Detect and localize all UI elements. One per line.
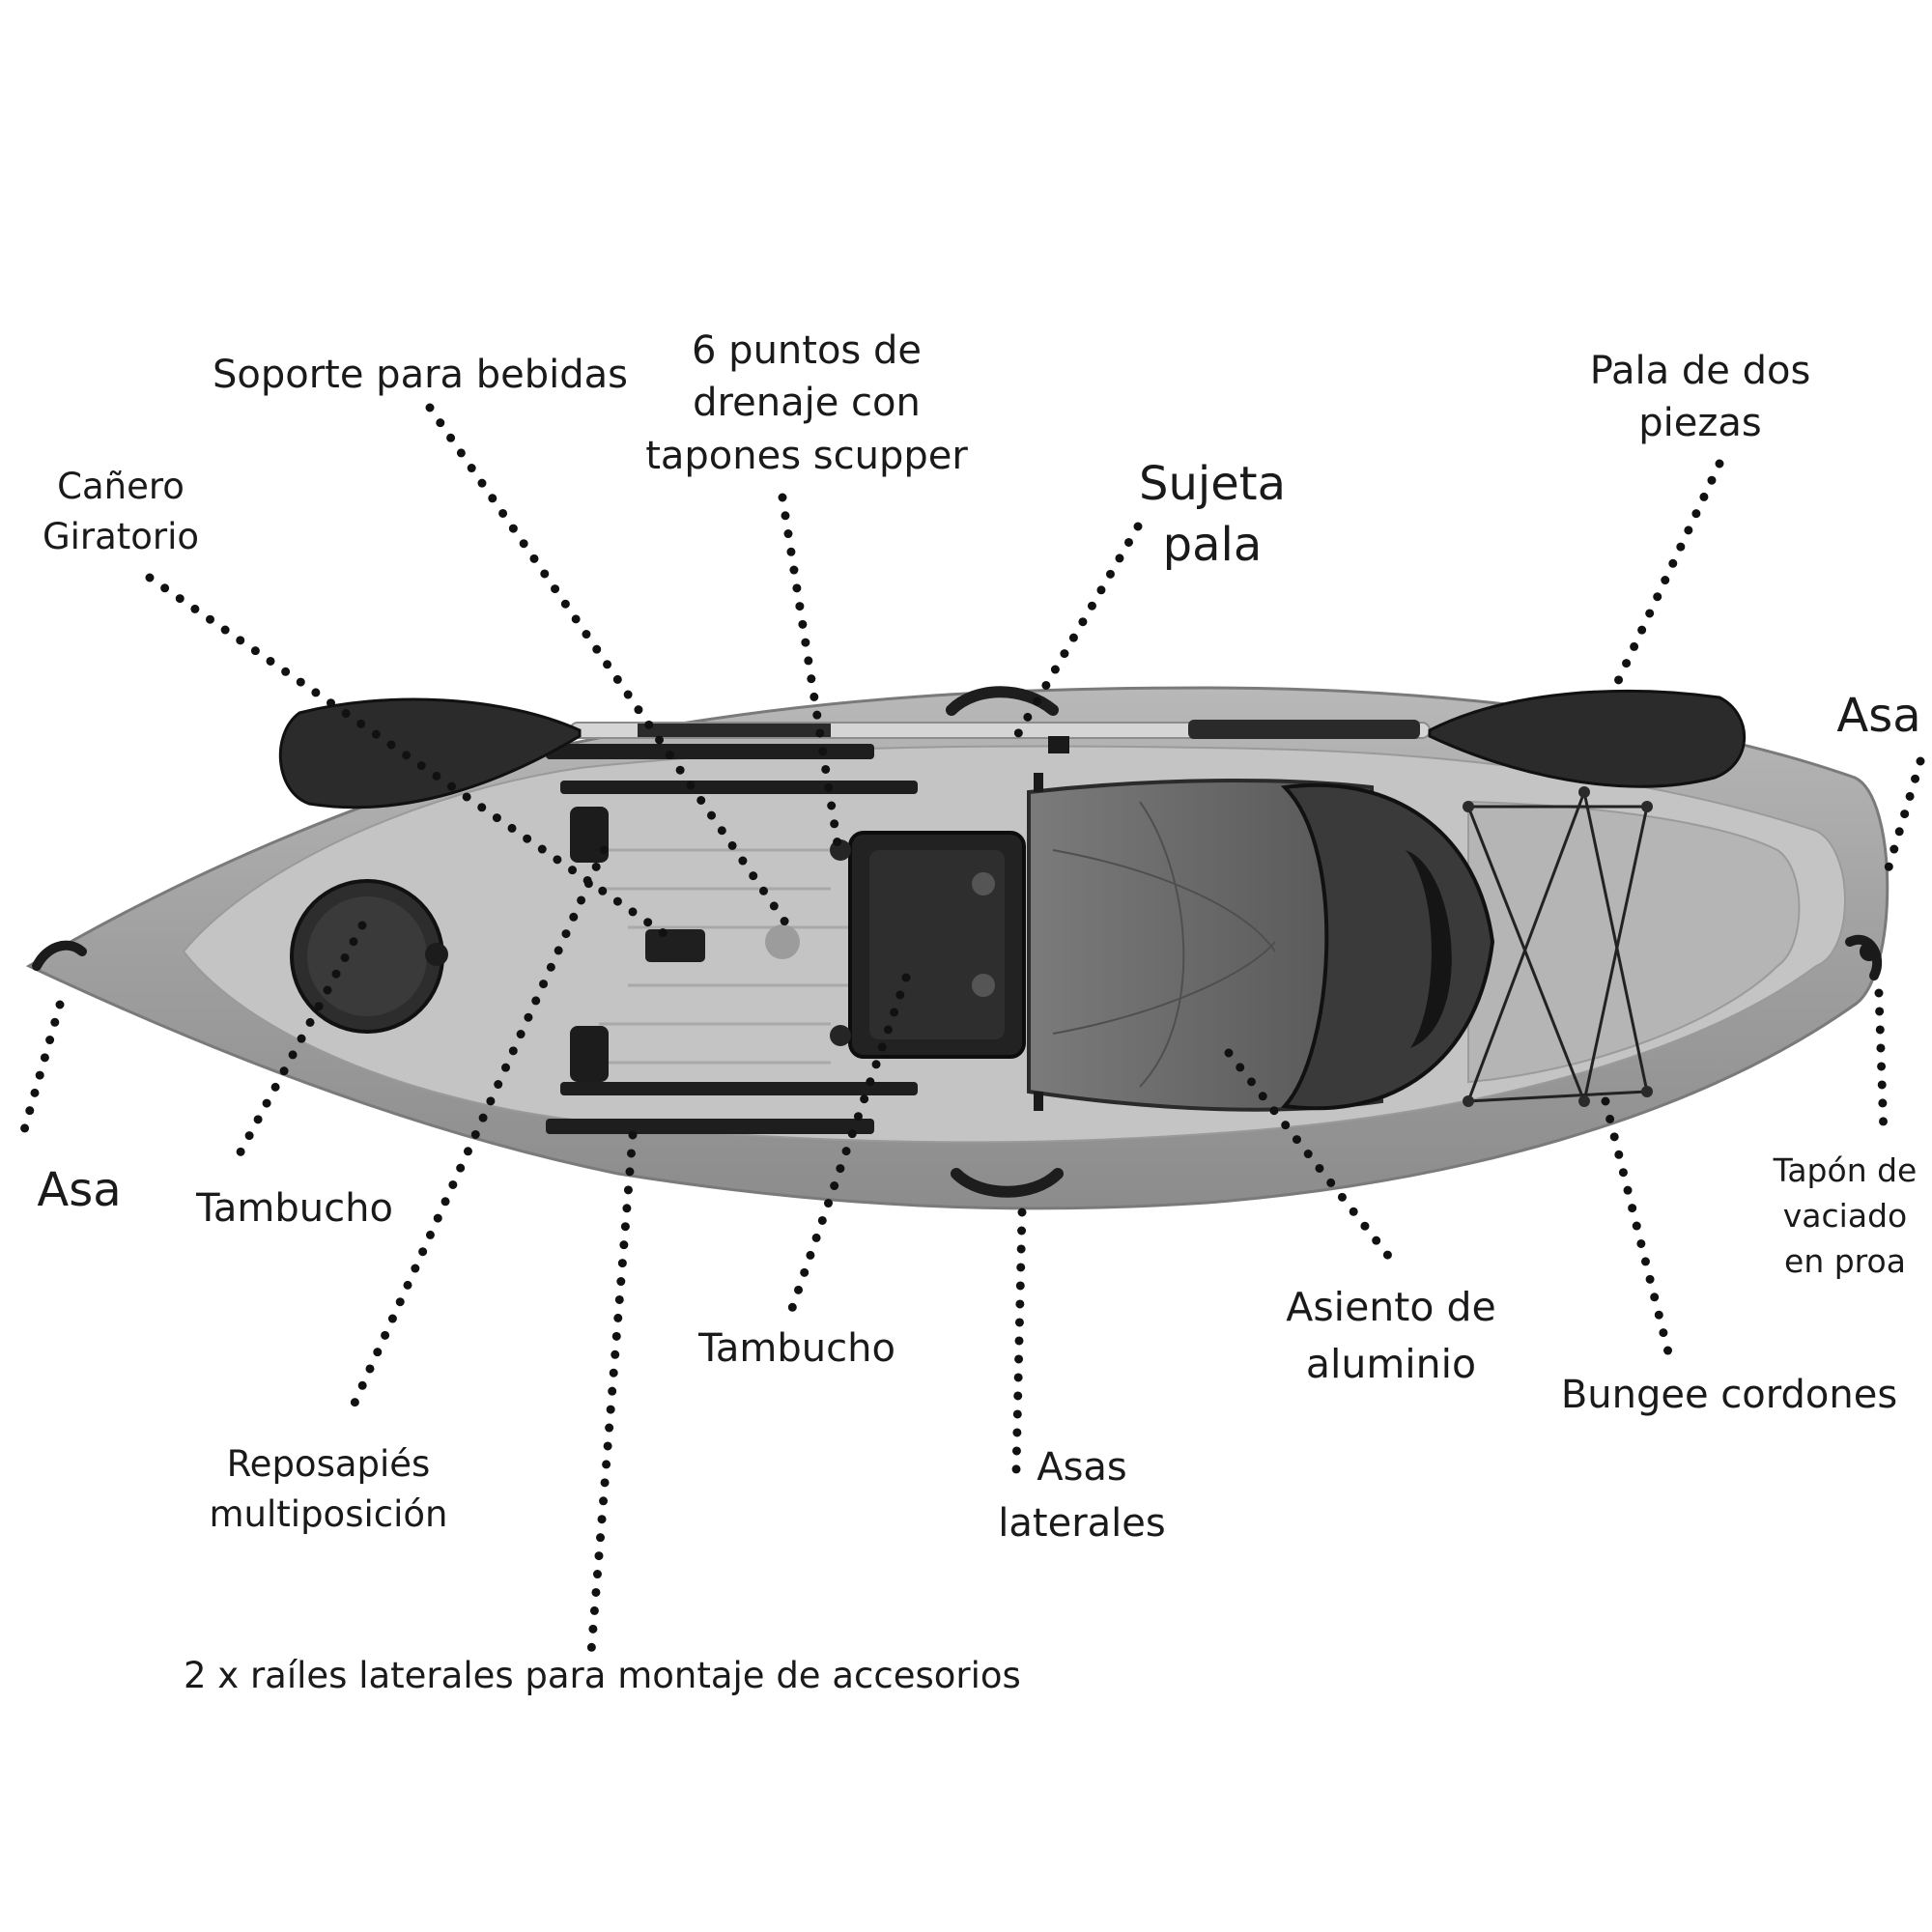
label-drenaje: 6 puntos de drenaje con tapones scupper <box>638 325 976 482</box>
drain-plug <box>1860 942 1879 961</box>
label-asa-right: Asa <box>1826 686 1932 748</box>
label-reposapies-line-2: multiposición <box>209 1492 448 1535</box>
rod-holder <box>645 929 705 962</box>
leader-bungee <box>1601 1096 1676 1369</box>
label-canero-line-1: Cañero <box>57 466 185 507</box>
deck-texture <box>599 848 850 1065</box>
label-drenaje-line-1: 6 puntos de <box>692 328 922 373</box>
side-handles <box>946 686 1064 1198</box>
leader-drenaje <box>778 493 843 855</box>
label-asiento-aluminio-line-2: aluminio <box>1305 1341 1477 1388</box>
label-tapon-vaciado-line-3: en proa <box>1784 1242 1906 1281</box>
label-soporte-bebidas: Soporte para bebidas <box>198 350 642 401</box>
label-bungee-cordones-line-1: Bungee cordones <box>1560 1373 1898 1417</box>
leader-lines <box>19 403 1925 1657</box>
label-tambucho-left-line-1: Tambucho <box>196 1186 393 1231</box>
label-drenaje-line-3: tapones scupper <box>645 433 968 478</box>
bow-recess <box>1467 800 1801 1084</box>
leader-asa-left <box>19 1000 65 1135</box>
leader-pala <box>1606 459 1724 700</box>
label-asiento-aluminio: Asiento de aluminio <box>1265 1279 1517 1394</box>
label-sujeta-pala-line-1: Sujeta <box>1139 457 1286 511</box>
leader-railes <box>586 1130 638 1657</box>
label-tapon-vaciado-line-1: Tapón de <box>1773 1151 1918 1189</box>
two-piece-paddle <box>278 689 1747 810</box>
paddle-clip <box>1048 736 1069 753</box>
leader-tapon <box>1874 988 1889 1140</box>
leader-soporte <box>425 403 797 937</box>
label-bungee-cordones: Bungee cordones <box>1546 1370 1913 1421</box>
label-canero-line-2: Giratorio <box>42 515 200 557</box>
label-tambucho-center-line-1: Tambucho <box>698 1326 895 1371</box>
leader-tambucho-left <box>232 921 367 1164</box>
label-soporte-bebidas-line-1: Soporte para bebidas <box>213 353 628 397</box>
scupper-holes <box>765 839 851 1046</box>
foot-rests <box>570 807 609 1082</box>
bungee-cords <box>1466 791 1649 1103</box>
leader-sujeta <box>1005 522 1143 753</box>
label-pala-dos-piezas: Pala de dos piezas <box>1560 345 1840 450</box>
label-reposapies-line-1: Reposapiés <box>226 1443 431 1485</box>
label-drenaje-line-2: drenaje con <box>693 381 921 426</box>
leader-asas-laterales <box>1011 1208 1027 1475</box>
label-reposapies: Reposapiés multiposición <box>193 1439 464 1540</box>
label-sujeta-pala: Sujeta pala <box>1111 454 1314 577</box>
label-asa-left-line-1: Asa <box>37 1163 122 1217</box>
label-tambucho-left: Tambucho <box>184 1183 406 1235</box>
leader-reposapies <box>343 845 609 1423</box>
label-asas-laterales: Asas laterales <box>980 1439 1183 1551</box>
label-asas-laterales-line-2: laterales <box>998 1501 1166 1546</box>
leader-tambucho-center <box>785 973 911 1319</box>
label-tapon-vaciado-line-2: vaciado <box>1782 1197 1908 1236</box>
label-tapon-vaciado: Tapón de vaciado en proa <box>1763 1148 1927 1285</box>
label-railes: 2 x raíles laterales para montaje de acc… <box>184 1652 1021 1699</box>
label-pala-dos-piezas-line-2: piezas <box>1638 401 1762 446</box>
label-tambucho-center: Tambucho <box>686 1323 908 1375</box>
round-hatch <box>290 879 448 1034</box>
label-railes-line-1: 2 x raíles laterales para montaje de acc… <box>184 1655 1021 1696</box>
label-asas-laterales-line-1: Asas <box>1037 1445 1127 1490</box>
label-asa-left: Asa <box>21 1160 137 1222</box>
label-asiento-aluminio-line-1: Asiento de <box>1286 1284 1496 1330</box>
rect-hatch <box>848 831 1026 1059</box>
label-asa-right-line-1: Asa <box>1836 689 1921 743</box>
aluminium-seat <box>1027 773 1495 1112</box>
leader-asa-right <box>1879 756 1925 889</box>
label-sujeta-pala-line-2: pala <box>1162 518 1263 573</box>
label-pala-dos-piezas-line-1: Pala de dos <box>1589 349 1811 393</box>
